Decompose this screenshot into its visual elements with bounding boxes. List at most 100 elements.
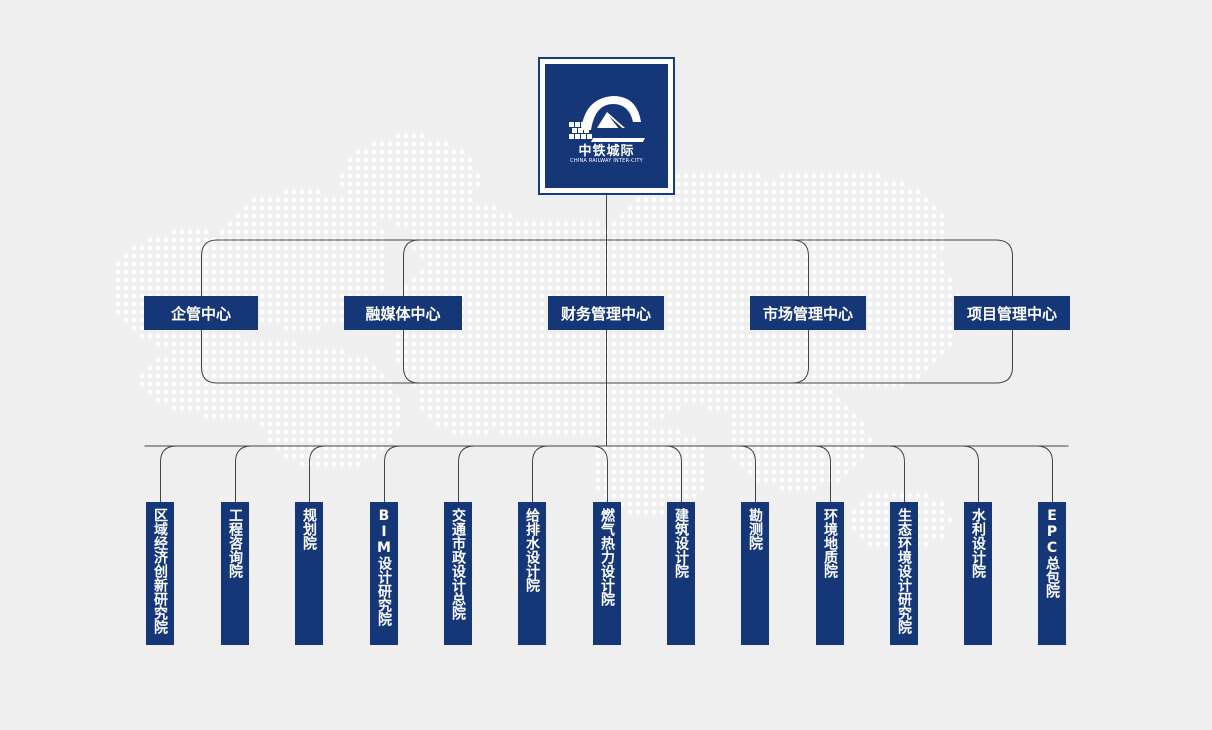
map-dot [907,325,913,331]
institute-label: 水利设计院 [970,508,986,578]
map-dot [763,197,769,203]
map-dot [779,221,785,227]
map-dot [499,221,505,227]
map-dot [667,477,673,483]
map-dot [931,525,937,531]
map-dot [883,309,889,315]
map-dot [347,277,353,283]
map-dot [899,333,905,339]
map-dot [707,389,713,395]
map-dot [835,413,841,419]
map-dot [683,197,689,203]
map-dot [915,373,921,379]
map-dot [227,349,233,355]
map-dot [787,421,793,427]
map-dot [395,421,401,427]
map-dot [651,341,657,347]
map-dot [531,325,537,331]
map-dot [403,189,409,195]
map-dot [731,317,737,323]
map-dot [315,365,321,371]
map-dot [939,293,945,299]
map-dot [475,365,481,371]
map-dot [571,429,577,435]
map-dot [531,221,537,227]
map-dot [619,389,625,395]
map-dot [427,373,433,379]
map-dot [507,277,513,283]
map-dot [675,341,681,347]
map-dot [235,357,241,363]
map-dot [643,197,649,203]
map-dot [339,421,345,427]
map-dot [347,229,353,235]
map-dot [771,285,777,291]
map-dot [691,189,697,195]
map-dot [227,413,233,419]
map-dot [779,245,785,251]
map-dot [675,437,681,443]
map-dot [883,373,889,379]
map-dot [315,277,321,283]
institute-box: 生态环境设计研究院 [890,502,918,645]
map-dot [627,229,633,235]
map-dot [227,357,233,363]
map-dot [419,213,425,219]
map-dot [299,373,305,379]
map-dot [659,397,665,403]
map-dot [763,229,769,235]
map-dot [259,277,265,283]
map-dot [667,397,673,403]
map-dot [331,317,337,323]
map-dot [731,325,737,331]
map-dot [915,229,921,235]
map-dot [859,285,865,291]
map-dot [211,285,217,291]
map-dot [515,229,521,235]
map-dot [571,413,577,419]
map-dot [547,389,553,395]
map-dot [771,477,777,483]
map-dot [507,253,513,259]
map-dot [699,357,705,363]
map-dot [459,253,465,259]
map-dot [851,357,857,363]
map-dot [539,397,545,403]
map-dot [675,397,681,403]
map-dot [243,413,249,419]
map-dot [691,341,697,347]
map-dot [275,349,281,355]
map-dot [515,421,521,427]
map-dot [379,213,385,219]
map-dot [739,365,745,371]
map-dot [875,285,881,291]
map-dot [819,429,825,435]
map-dot [563,245,569,251]
map-dot [643,373,649,379]
map-dot [363,389,369,395]
map-dot [803,405,809,411]
map-dot [243,277,249,283]
map-dot [435,413,441,419]
map-dot [363,253,369,259]
map-dot [835,277,841,283]
map-dot [683,333,689,339]
map-dot [899,317,905,323]
map-dot [467,173,473,179]
map-dot [283,349,289,355]
map-dot [547,261,553,267]
map-dot [883,357,889,363]
map-dot [611,437,617,443]
map-dot [675,429,681,435]
map-dot [539,317,545,323]
map-dot [315,301,321,307]
institute-box: 燃气热力设计院 [593,502,621,645]
map-dot [835,429,841,435]
map-dot [251,229,257,235]
map-dot [187,333,193,339]
map-dot [899,285,905,291]
map-dot [435,165,441,171]
map-dot [123,253,129,259]
map-dot [187,261,193,267]
map-dot [627,341,633,347]
